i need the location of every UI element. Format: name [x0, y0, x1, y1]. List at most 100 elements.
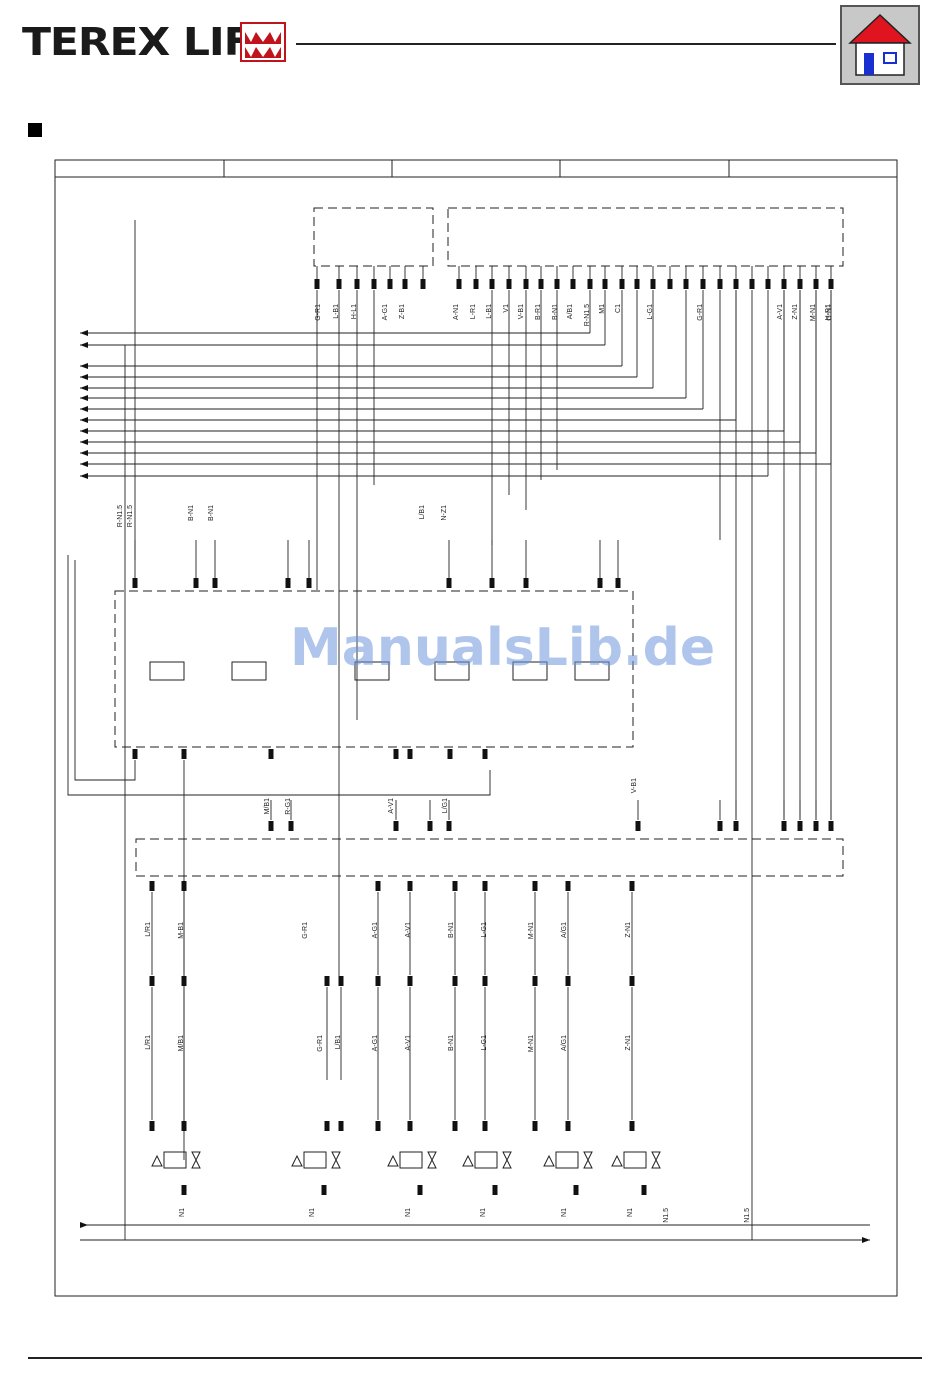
wire-label: B-N1 — [448, 1035, 455, 1051]
connector-pin — [602, 279, 608, 289]
wire-label: M-N1 — [528, 922, 535, 939]
wire-label: N1.5 — [663, 1208, 670, 1223]
wire-label: A-G1 — [372, 922, 379, 938]
wire-label: A-V1 — [388, 798, 395, 814]
home-button[interactable] — [840, 5, 920, 85]
wire-label: G-R1 — [302, 922, 309, 939]
connector-pin — [781, 279, 787, 289]
solenoid-coil — [399, 1151, 423, 1169]
connector-pin — [828, 279, 834, 289]
solenoid-coil — [303, 1151, 327, 1169]
connector-pin — [797, 279, 803, 289]
wire-label: B-N1 — [552, 304, 559, 320]
wire-label: A-G1 — [382, 304, 389, 320]
arrow-icon — [80, 450, 88, 456]
relay-coil — [512, 661, 548, 681]
arrow-icon — [80, 473, 88, 479]
relay-coil — [434, 661, 470, 681]
wire-label: V-B1 — [631, 778, 638, 793]
connector-pin — [565, 976, 571, 986]
wire-label: B-N1 — [208, 505, 215, 521]
connector-pin — [452, 1121, 458, 1131]
connector-pin — [615, 578, 621, 588]
connector-pin — [338, 1121, 344, 1131]
connector-pin — [733, 279, 739, 289]
connector-pin — [268, 821, 274, 831]
connector-pin — [427, 821, 433, 831]
connector-pin — [765, 279, 771, 289]
wire-label: L/B1 — [419, 505, 426, 520]
connector-pin — [489, 578, 495, 588]
connector-pin — [181, 749, 187, 759]
brand-text: TEREX LIFT — [22, 20, 281, 64]
wire-label: L/B1 — [335, 1035, 342, 1050]
diode-icon — [151, 1154, 163, 1167]
valve-icon — [427, 1151, 437, 1169]
wire-label: L-G1 — [647, 304, 654, 320]
relay-coil — [149, 661, 185, 681]
wire-label: L-G1 — [481, 1035, 488, 1051]
connector-pin — [181, 1121, 187, 1131]
wire-label: V1 — [503, 304, 510, 313]
wire-label: Z-N1 — [625, 922, 632, 938]
arrow-icon — [80, 342, 88, 348]
wire-label: R-N1.5 — [117, 505, 124, 527]
arrow-icon — [80, 461, 88, 467]
wire-label: A-V1 — [777, 304, 784, 320]
connector-pin — [407, 749, 413, 759]
wire-label: G-R1 — [697, 304, 704, 321]
connector-pin — [212, 578, 218, 588]
connector-pin — [393, 821, 399, 831]
wire-label: M/B1 — [264, 798, 271, 814]
connector-pin — [456, 279, 462, 289]
diode-icon — [387, 1154, 399, 1167]
wire-label: A-G1 — [372, 1035, 379, 1051]
connector-pin — [268, 749, 274, 759]
connector-pin — [532, 1121, 538, 1131]
arrow-icon — [80, 395, 88, 401]
solenoid-coil — [163, 1151, 187, 1169]
connector-pin — [565, 1121, 571, 1131]
watermark: ManualsLib.de — [290, 618, 716, 678]
connector-pin — [314, 279, 320, 289]
connector-pin — [149, 1121, 155, 1131]
wire-label: A/G1 — [561, 922, 568, 938]
arrow-icon — [80, 417, 88, 423]
header-rule — [296, 43, 836, 45]
wire-label: L-B1 — [333, 304, 340, 319]
connector-pin — [393, 749, 399, 759]
connector-pin — [813, 821, 819, 831]
arrow-icon — [862, 1237, 870, 1243]
wire-label: A-V1 — [405, 1035, 412, 1051]
wire-label: B-N1 — [188, 505, 195, 521]
connector-pin — [482, 1121, 488, 1131]
arrow-icon — [80, 385, 88, 391]
connector-pin — [813, 279, 819, 289]
connector-pin — [570, 279, 576, 289]
wire-label: L/R1 — [145, 1035, 152, 1050]
relay-coil — [354, 661, 390, 681]
connector-pin — [650, 279, 656, 289]
wire-label: M/B1 — [178, 1035, 185, 1051]
wire-label: L-G1 — [481, 922, 488, 938]
connector-pin — [828, 821, 834, 831]
connector-pin — [446, 578, 452, 588]
connector-pin — [473, 279, 479, 289]
wire-label: Z-N1 — [625, 1035, 632, 1051]
wire-label: N1 — [561, 1208, 568, 1217]
connector-pin — [634, 279, 640, 289]
connector-pin — [402, 279, 408, 289]
connector-pin — [749, 279, 755, 289]
wire-label: M-B1 — [178, 922, 185, 939]
connector-pin — [193, 578, 199, 588]
connector-pin — [132, 749, 138, 759]
connector-pin — [506, 279, 512, 289]
arrow-icon — [80, 439, 88, 445]
wire-label: H-R1 — [825, 304, 832, 320]
wire-label: R-G1 — [285, 798, 292, 815]
home-icon — [848, 13, 912, 76]
connector-pin — [285, 578, 291, 588]
footer-rule — [28, 1357, 922, 1359]
connector-pin — [336, 279, 342, 289]
connector-pin — [324, 976, 330, 986]
